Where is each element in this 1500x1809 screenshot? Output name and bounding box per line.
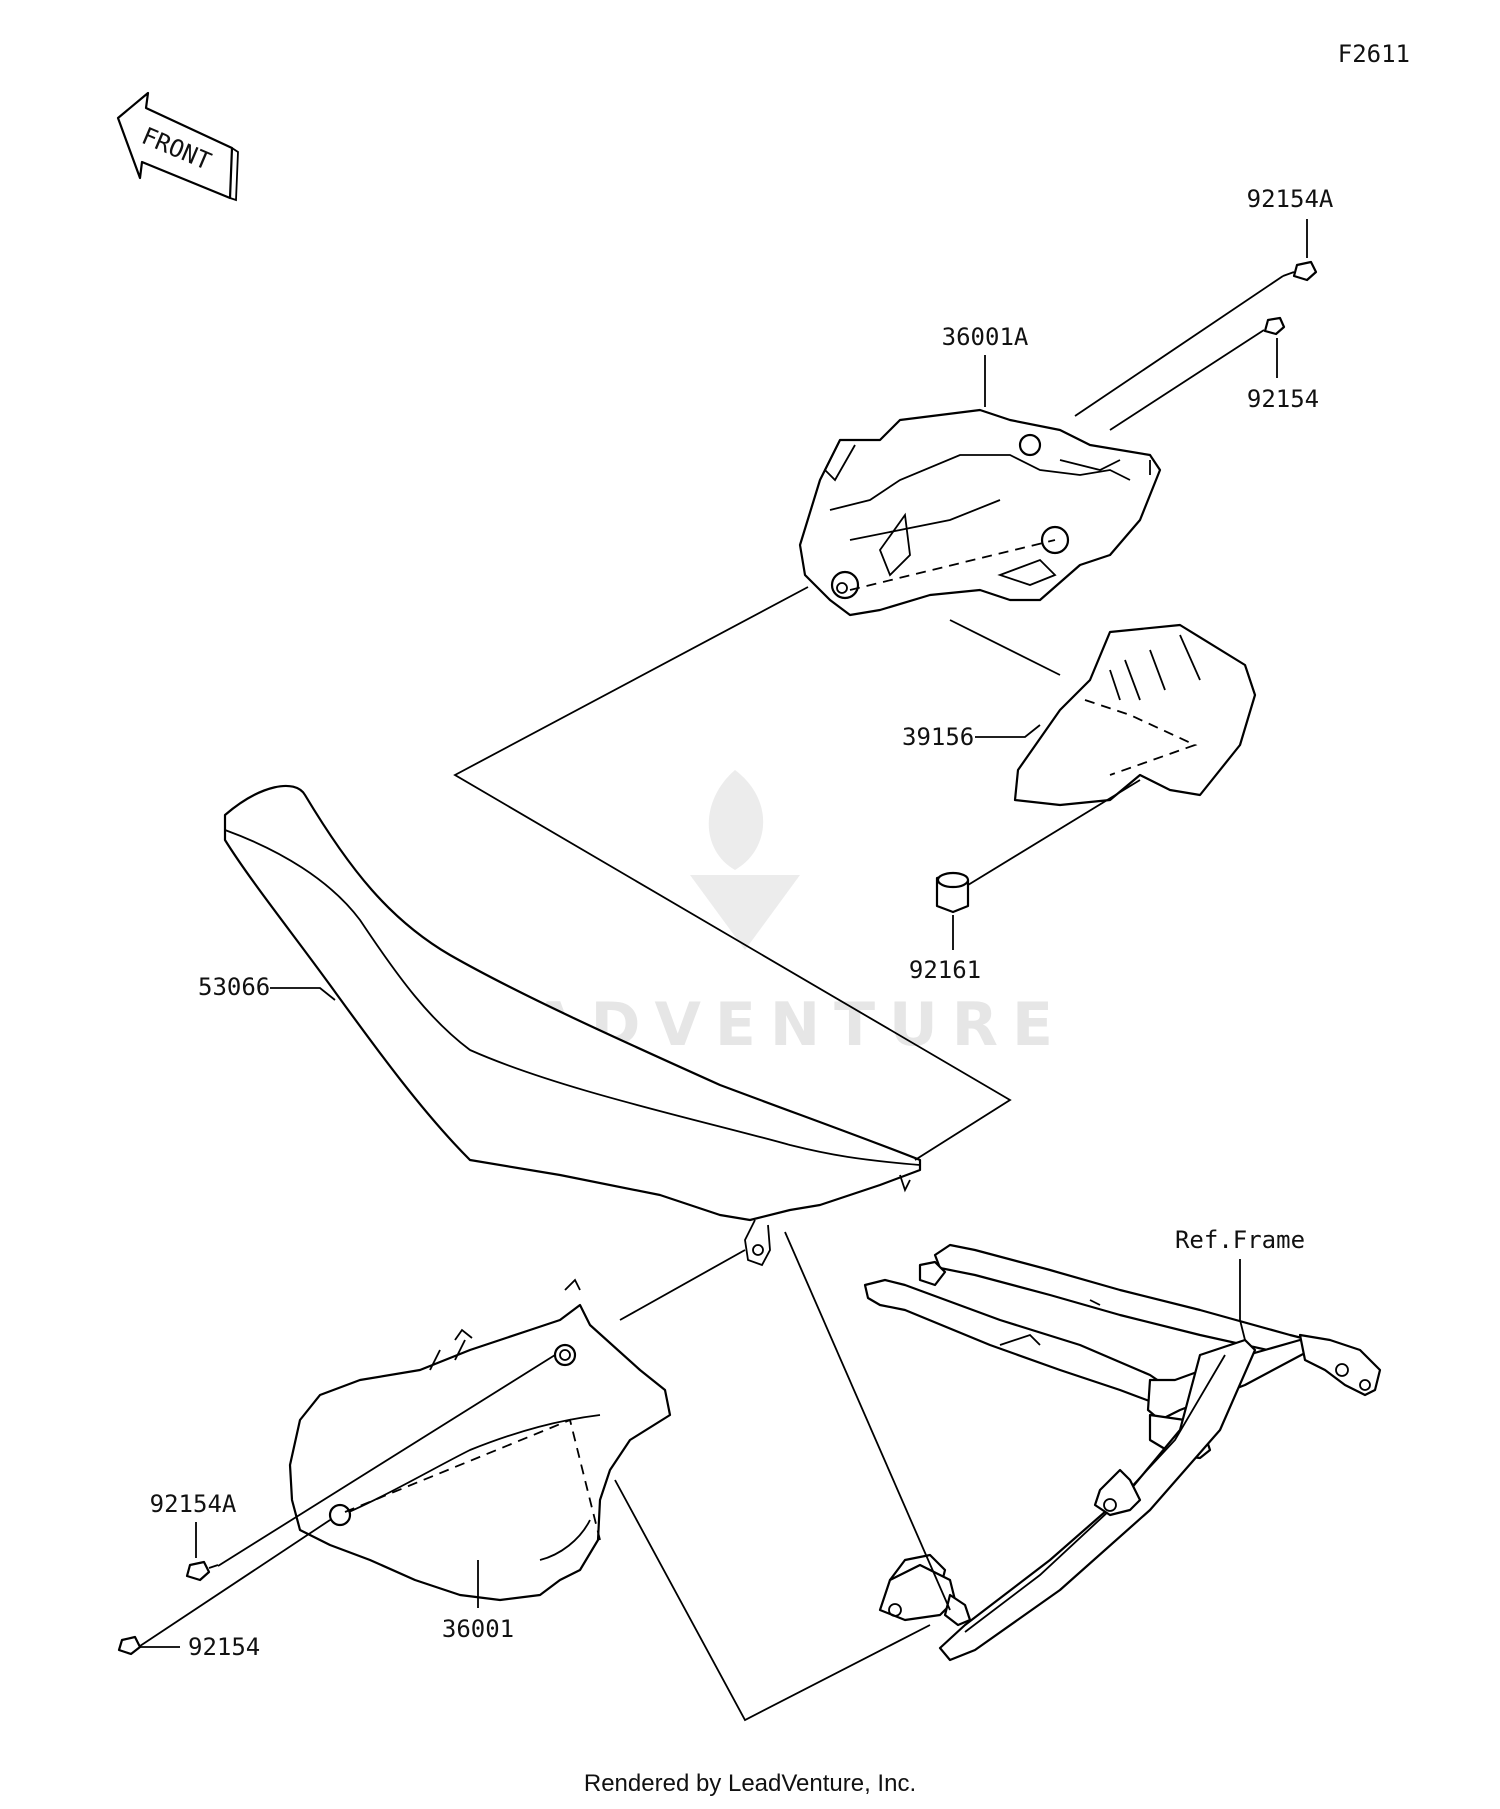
damper-92161 <box>935 871 970 914</box>
figure-code: F2611 <box>1338 40 1410 68</box>
callout-92154-upper: 92154 <box>1247 385 1319 413</box>
callout-92161: 92161 <box>909 956 981 984</box>
callout-92154a-upper: 92154A <box>1247 185 1334 213</box>
bolt-92154-lower <box>117 1635 142 1656</box>
callout-36001a: 36001A <box>942 323 1029 351</box>
callout-36001: 36001 <box>442 1615 514 1643</box>
callout-39156: 39156 <box>902 723 974 751</box>
rear-frame <box>863 1243 1382 1662</box>
side-cover-left <box>288 1278 672 1602</box>
bolt-92154a-lower <box>185 1560 219 1582</box>
footer-credit: Rendered by LeadVenture, Inc. <box>583 1770 917 1797</box>
bolt-92154-upper <box>1263 316 1286 336</box>
bolt-92154a-upper <box>1282 260 1318 282</box>
seat-53066 <box>223 784 922 1267</box>
assembly-lines <box>139 275 1284 1722</box>
front-arrow-icon: FRONT <box>116 91 239 202</box>
callout-53066: 53066 <box>198 973 270 1001</box>
callout-92154-lower: 92154 <box>188 1633 260 1661</box>
side-cover-right <box>798 408 1162 617</box>
callout-ref-frame: Ref.Frame <box>1175 1226 1305 1254</box>
callout-leaders <box>140 219 1308 1648</box>
pad-39156 <box>1013 623 1257 807</box>
callout-92154a-lower: 92154A <box>150 1490 237 1518</box>
